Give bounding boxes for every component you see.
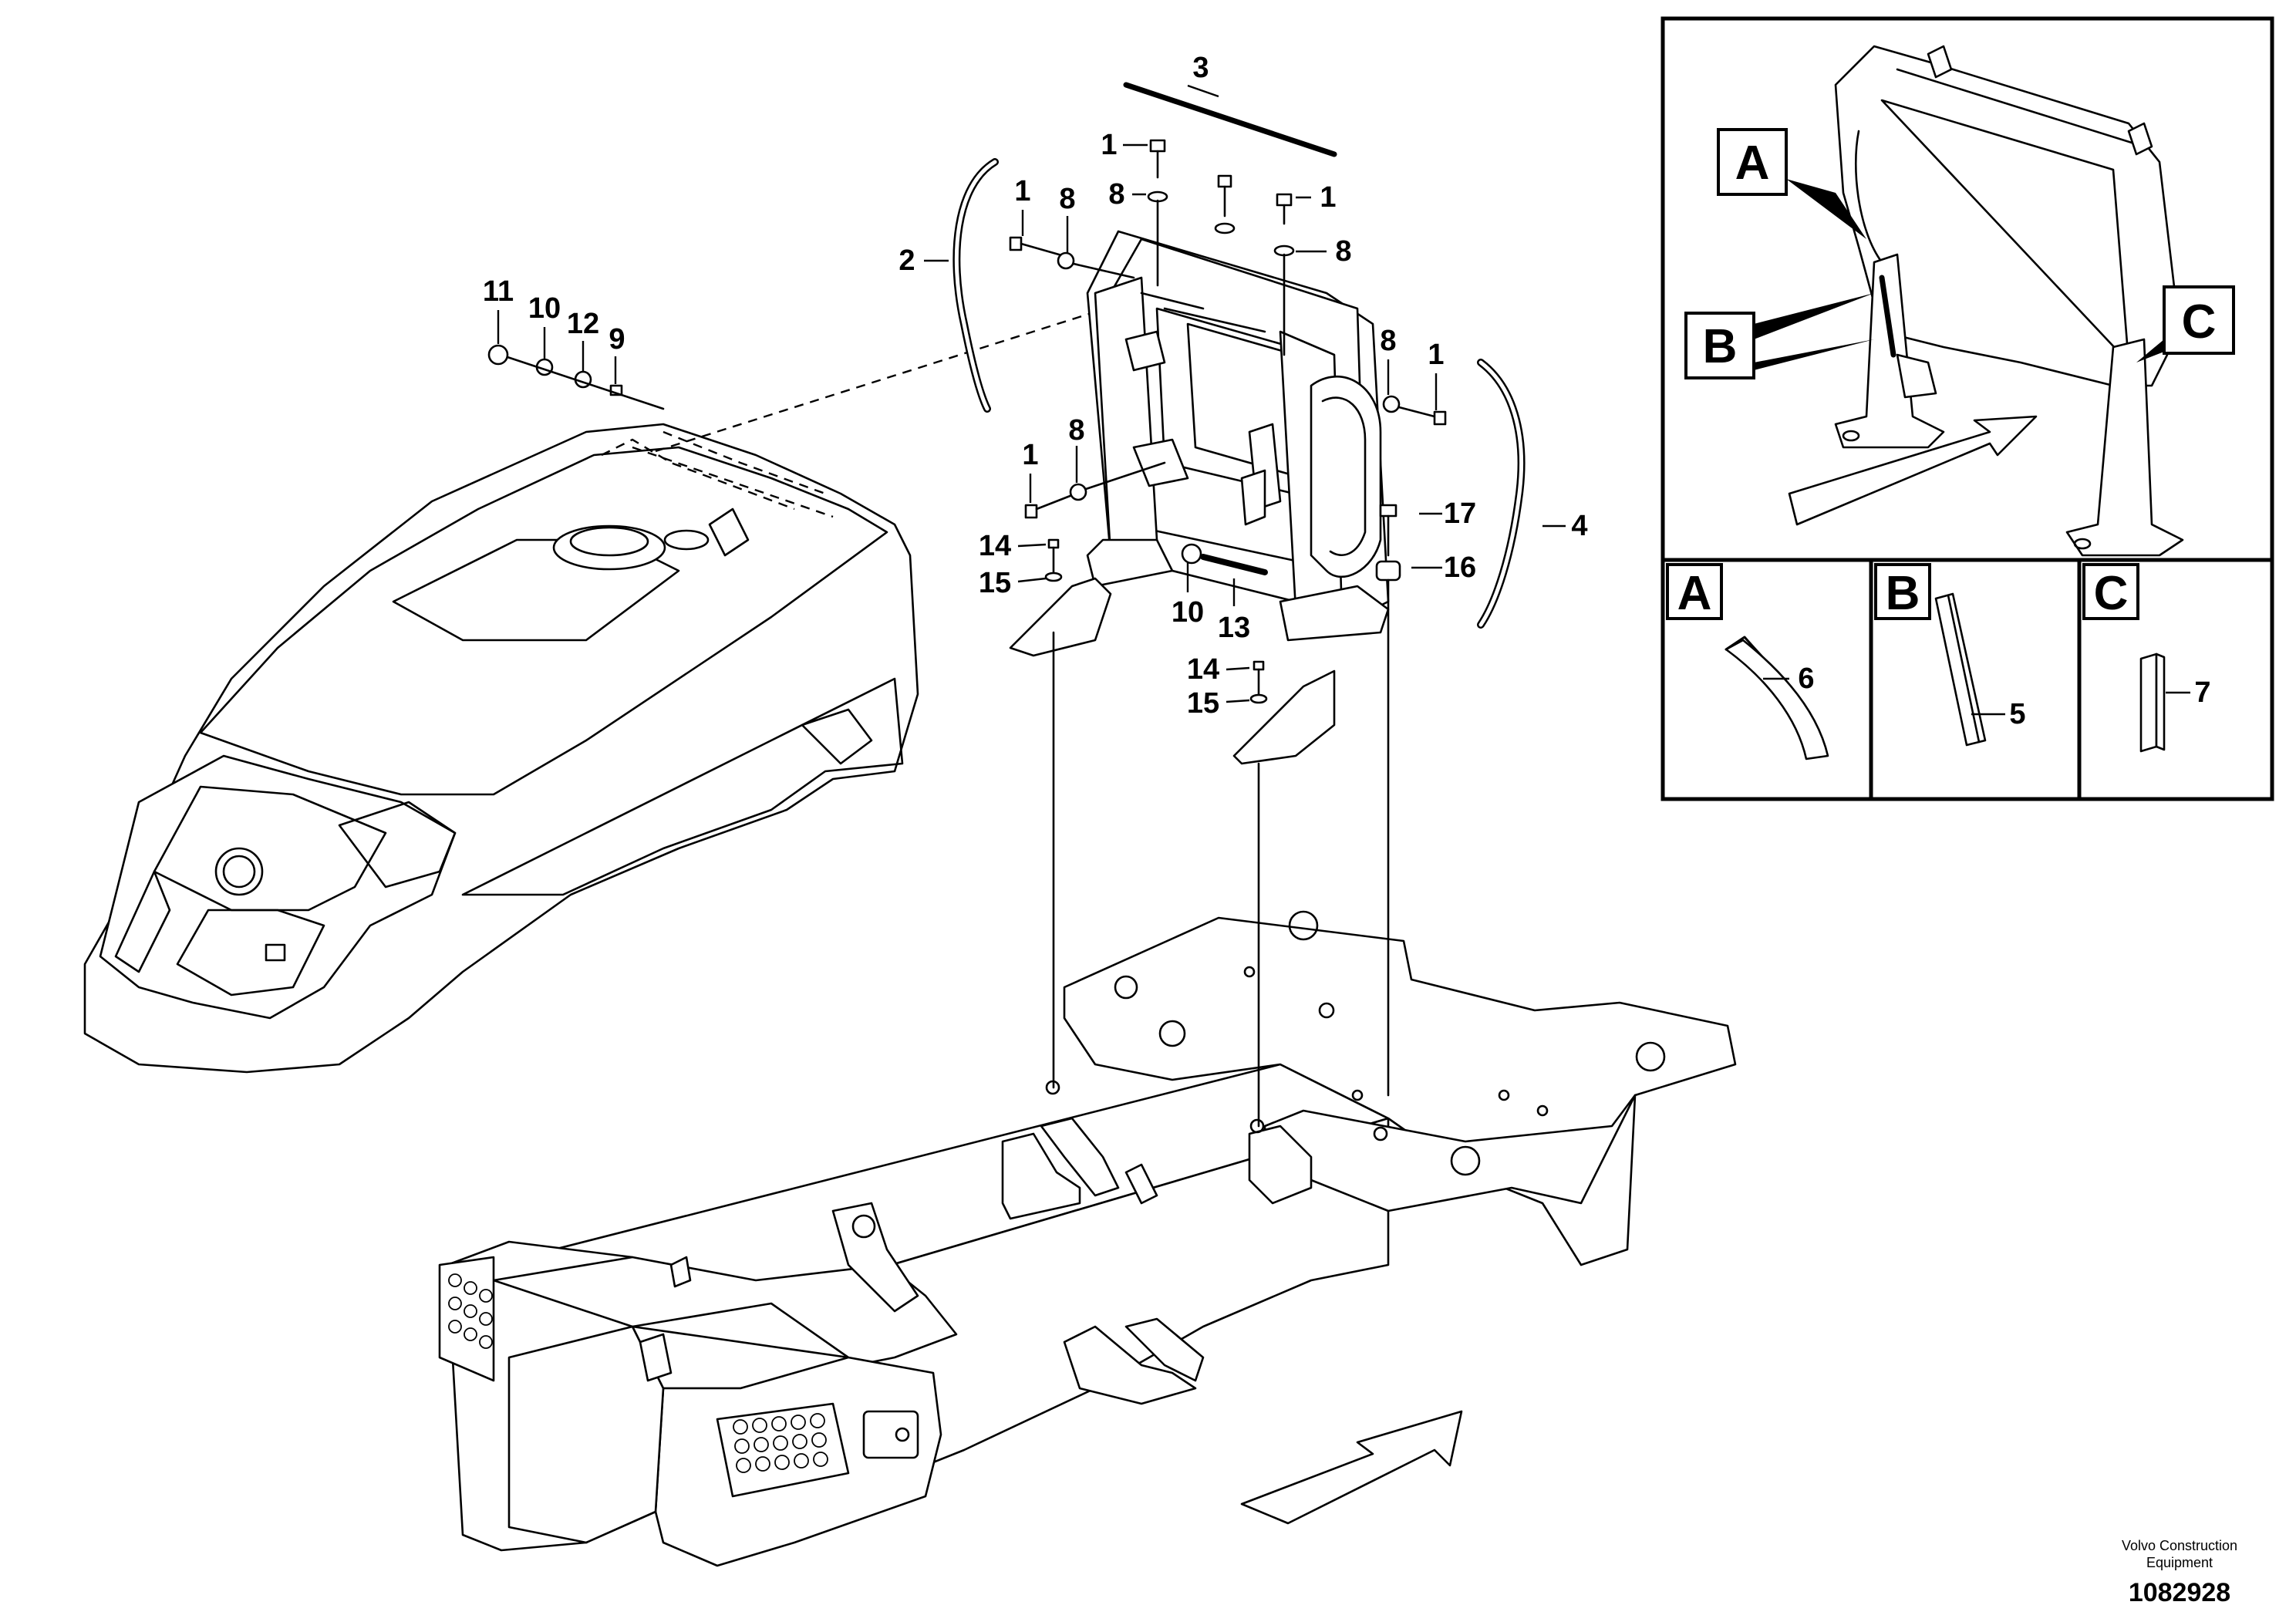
- direction-arrow-icon: [1240, 1410, 1463, 1525]
- engine-hood: [83, 423, 919, 1074]
- label-8: 8: [1059, 183, 1075, 215]
- label-8: 8: [1108, 178, 1124, 211]
- label-8: 8: [1335, 235, 1351, 268]
- label-12: 12: [567, 308, 599, 340]
- callout-a: A: [1735, 137, 1770, 190]
- label-16: 16: [1444, 551, 1476, 584]
- detail-b-part: 5: [2009, 698, 2025, 730]
- detail-b-letter: B: [1886, 567, 1920, 620]
- label-1: 1: [1101, 129, 1117, 161]
- credit-line-2: Equipment: [2146, 1555, 2213, 1570]
- detail-inset: A B C A 6 B 5 C 7: [1660, 16, 2274, 801]
- label-1: 1: [1014, 175, 1030, 207]
- label-10: 10: [528, 292, 561, 325]
- label-13: 13: [1218, 612, 1250, 644]
- document-number: 1082928: [2129, 1578, 2230, 1607]
- label-2: 2: [899, 244, 915, 277]
- label-17: 17: [1444, 497, 1476, 530]
- label-10: 10: [1172, 596, 1204, 629]
- undercarriage-frame: [438, 910, 1737, 1567]
- callout-b: B: [1703, 320, 1738, 373]
- leader-lines: [497, 84, 1566, 703]
- label-1: 1: [1022, 439, 1038, 471]
- label-8: 8: [1380, 325, 1396, 357]
- part-labels: 3 1 8 1 8 2 1 8 8 1 4 17 16 1 8 10 13 14…: [483, 52, 1588, 720]
- detail-c-part: 7: [2194, 676, 2210, 709]
- label-15: 15: [1187, 687, 1219, 720]
- label-15: 15: [979, 567, 1011, 599]
- detail-a-letter: A: [1677, 567, 1712, 620]
- label-14: 14: [1187, 653, 1219, 686]
- label-9: 9: [609, 323, 625, 356]
- label-11: 11: [483, 275, 514, 308]
- credit-line-1: Volvo Construction: [2122, 1538, 2237, 1553]
- label-8: 8: [1068, 414, 1084, 447]
- label-14: 14: [979, 530, 1011, 562]
- label-4: 4: [1571, 510, 1587, 542]
- detail-a-part: 6: [1798, 663, 1814, 695]
- label-3: 3: [1192, 52, 1209, 84]
- callout-c: C: [2182, 295, 2217, 349]
- label-1: 1: [1428, 339, 1444, 371]
- label-1: 1: [1320, 181, 1336, 214]
- detail-c-letter: C: [2094, 567, 2129, 620]
- cab-support-frame: [1086, 230, 1390, 642]
- bolt-icon: [487, 139, 1447, 1128]
